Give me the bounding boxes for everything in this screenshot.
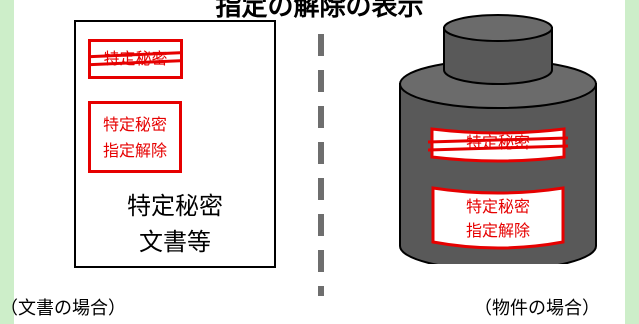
document-label-line2: 文書等 (139, 228, 211, 256)
document-case-caption: （文書の場合） (0, 298, 126, 319)
document-label-line1: 特定秘密 (127, 192, 223, 220)
document-label: 特定秘密 文書等 (76, 188, 274, 260)
canister-old-secret-label: 特定秘密 (465, 133, 530, 152)
declassification-stamp: 特定秘密 指定解除 (88, 101, 182, 173)
old-secret-stamp: 特定秘密 (88, 39, 183, 79)
declassification-stamp-line2: 指定解除 (102, 141, 167, 160)
strikethrough-lines (88, 51, 183, 67)
declassification-stamp-line1: 特定秘密 (102, 115, 167, 134)
canister-declassification-line1: 特定秘密 (465, 197, 530, 216)
canister-declassification-line2: 指定解除 (465, 221, 530, 240)
canister-old-secret-band (428, 127, 568, 163)
dashed-divider (318, 34, 324, 296)
page-title: 指定の解除の表示 (215, 0, 424, 22)
canister-declassification-label-shape (431, 186, 565, 250)
object-case-caption: （物件の場合） (474, 298, 600, 319)
document-sheet: 特定秘密 特定秘密 指定解除 特定秘密 文書等 (74, 20, 276, 268)
canister-declassification-label: 特定秘密 指定解除 (432, 195, 564, 243)
